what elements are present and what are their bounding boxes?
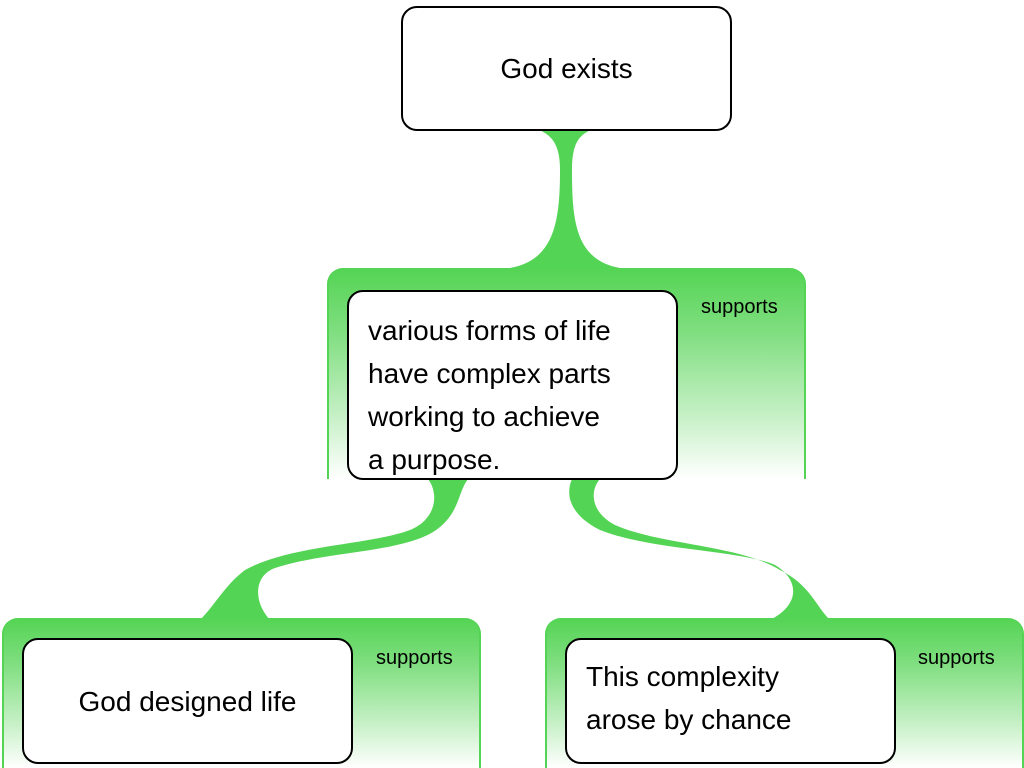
- relation-label-left: supports: [376, 647, 453, 669]
- right-claim-line: arose by chance: [586, 704, 792, 735]
- middle-claim[interactable]: various forms of life have complex parts…: [347, 290, 678, 480]
- root-claim[interactable]: God exists: [401, 6, 732, 131]
- connector-middle-to-left: [200, 479, 468, 620]
- left-claim[interactable]: God designed life: [22, 638, 353, 764]
- relation-label-right: supports: [918, 647, 995, 669]
- middle-claim-line: various forms of life: [368, 315, 611, 346]
- left-claim-text: God designed life: [78, 685, 297, 717]
- right-claim[interactable]: This complexity arose by chance: [565, 638, 896, 764]
- middle-claim-line: have complex parts: [368, 358, 611, 389]
- connector-root-to-middle: [510, 129, 620, 268]
- middle-claim-line: working to achieve: [368, 401, 600, 432]
- root-claim-text: God exists: [500, 53, 633, 84]
- right-claim-line: This complexity: [586, 661, 779, 692]
- connector-middle-to-right: [540, 479, 830, 620]
- middle-claim-line: a purpose.: [368, 444, 501, 475]
- relation-label-middle: supports: [701, 296, 778, 318]
